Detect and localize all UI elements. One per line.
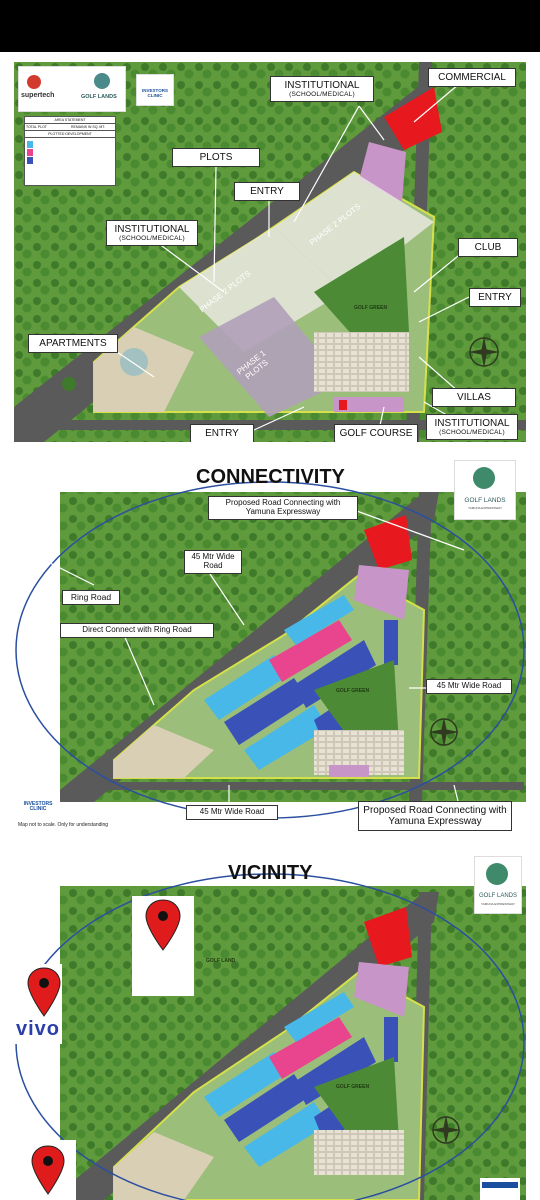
- golf-green-label: GOLF GREEN: [336, 688, 370, 694]
- investors-clinic-label: INVESTORS CLINIC: [23, 801, 53, 812]
- label-wide-road-top: 45 Mtr Wide Road: [184, 550, 242, 574]
- commercial-zone: [364, 515, 412, 570]
- vivo-pin-box: vivo: [14, 964, 62, 1044]
- supertech-logo: [27, 75, 41, 89]
- map-pin-icon: [31, 1145, 65, 1195]
- investors-clinic-logo: INVESTORS CLINIC: [18, 784, 58, 816]
- label-institutional-top-text: INSTITUTIONAL: [284, 80, 360, 91]
- pointer-lines: [113, 83, 470, 431]
- villa-grid: [314, 332, 409, 392]
- connectivity-map: [15, 481, 526, 819]
- label-institutional-bottom: INSTITUTIONAL (SCHOOL/MEDICAL): [426, 414, 518, 441]
- label-villas: VILLAS: [432, 388, 516, 407]
- golf-lands-logo: GOLF LANDS YAMUNA EXPRESSWAY: [454, 460, 516, 520]
- label-institutional-top: INSTITUTIONAL (SCHOOL/MEDICAL): [270, 76, 374, 103]
- label-institutional-left: INSTITUTIONAL (SCHOOL/MEDICAL): [106, 220, 198, 247]
- golf-lands-logo: GOLF LANDS YAMUNA EXPRESSWAY: [474, 856, 522, 914]
- phase2-plots-left: [179, 227, 344, 352]
- map-pin-icon: [145, 899, 181, 951]
- map-pin-icon: [27, 967, 61, 1017]
- golf-green-label: GOLF GREEN: [336, 1084, 370, 1090]
- label-institutional-top-sub: (SCHOOL/MEDICAL): [289, 91, 355, 98]
- label-entry-right: ENTRY: [469, 288, 521, 307]
- label-golf-course: GOLF COURSE: [334, 424, 418, 442]
- legend-col1: TOTAL PLOT: [26, 125, 47, 129]
- golf-lands-label: GOLF LANDS: [81, 94, 117, 100]
- label-ring-road: Ring Road: [62, 590, 120, 606]
- golf-lands-emblem: [473, 467, 495, 489]
- vivo-label: vivo: [16, 1018, 61, 1040]
- golf-land-label: GOLF LAND: [206, 958, 236, 964]
- connectivity-title: CONNECTIVITY: [196, 466, 345, 488]
- commercial-zone: [364, 907, 412, 967]
- golf-lands-logo: [94, 73, 110, 89]
- label-entry-bottom: ENTRY: [190, 424, 254, 442]
- label-proposed-road-top: Proposed Road Connecting with Yamuna Exp…: [208, 496, 358, 520]
- phase1-plots: [199, 297, 344, 417]
- compass-icon: [429, 717, 459, 747]
- master-plan-map: [14, 62, 526, 442]
- label-plots: PLOTS: [172, 148, 260, 167]
- legend-col2: REMAINS IN SQ. MT.: [71, 125, 106, 129]
- golf-green: [314, 237, 409, 337]
- golf-lands-sub: YAMUNA EXPRESSWAY: [481, 902, 515, 906]
- connectivity-panel: CONNECTIVITY GOLF LANDS YAMUNA EXPRESSWA…: [14, 460, 526, 838]
- logo-box: supertech GOLF LANDS: [18, 66, 126, 112]
- label-institutional-left-text: INSTITUTIONAL: [114, 224, 190, 235]
- label-club: CLUB: [458, 238, 518, 257]
- legend-row-header: PLOTTED DEVELOPMENT: [25, 131, 115, 138]
- golf-lands-sub: YAMUNA EXPRESSWAY: [468, 506, 502, 510]
- legend-title: AREA STATEMENT: [25, 117, 115, 124]
- map-scale-note: Map not to scale. Only for understanding: [18, 822, 109, 828]
- commercial-zone: [384, 87, 442, 150]
- investors-clinic-logo: INVESTORS CLINIC: [136, 74, 174, 106]
- bottom-road: [44, 420, 526, 430]
- label-direct-connect: Direct Connect with Ring Road: [60, 623, 214, 638]
- compass-icon: [468, 336, 500, 368]
- investors-clinic-logo: [480, 1178, 520, 1200]
- bottom-pin-box: [28, 1140, 76, 1200]
- institutional-zone-bottom: [334, 397, 404, 412]
- golf-lands-label: GOLF LANDS: [478, 893, 517, 899]
- institutional-zone-top: [359, 142, 406, 202]
- label-wide-road-bottom: 45 Mtr Wide Road: [186, 805, 278, 820]
- label-commercial: COMMERCIAL: [428, 68, 516, 87]
- phase2-plots-right: [274, 172, 434, 292]
- investors-clinic-label: INVESTORS CLINIC: [142, 88, 168, 98]
- investors-clinic-icon: [482, 1182, 518, 1188]
- golf-green: [314, 660, 399, 745]
- golf-lands-emblem: [486, 863, 508, 885]
- vicinity-title: VICINITY: [228, 862, 313, 884]
- compass-icon: [431, 1115, 461, 1145]
- label-institutional-bottom-sub: (SCHOOL/MEDICAL): [439, 429, 505, 436]
- label-institutional-bottom-text: INSTITUTIONAL: [434, 418, 510, 429]
- label-apartments: APARTMENTS: [28, 334, 118, 353]
- vicinity-panel: VICINITY GOLF LANDS YAMUNA EXPRESSWAY 15…: [14, 852, 526, 1200]
- label-proposed-road-bottom: Proposed Road Connecting with Yamuna Exp…: [358, 801, 512, 831]
- golf-green-label: GOLF GREEN: [354, 305, 388, 311]
- golf-lands-label: GOLF LANDS: [464, 497, 506, 504]
- supertech-label: supertech: [21, 92, 55, 99]
- forest-pin-box: 150 ACRES FOREST: [132, 896, 194, 996]
- master-plan-panel: supertech GOLF LANDS INVESTORS CLINIC AR…: [14, 62, 526, 442]
- label-wide-road-right: 45 Mtr Wide Road: [426, 679, 512, 694]
- label-entry-top: ENTRY: [234, 182, 300, 201]
- vicinity-map: [15, 873, 526, 1200]
- forest-label: 150 ACRES FOREST: [140, 961, 194, 985]
- area-statement-legend: AREA STATEMENT TOTAL PLOT REMAINS IN SQ.…: [24, 116, 116, 186]
- plot-blocks: [204, 595, 398, 770]
- label-institutional-left-sub: (SCHOOL/MEDICAL): [119, 235, 185, 242]
- status-bar: [0, 0, 540, 52]
- golf-green: [314, 1057, 399, 1142]
